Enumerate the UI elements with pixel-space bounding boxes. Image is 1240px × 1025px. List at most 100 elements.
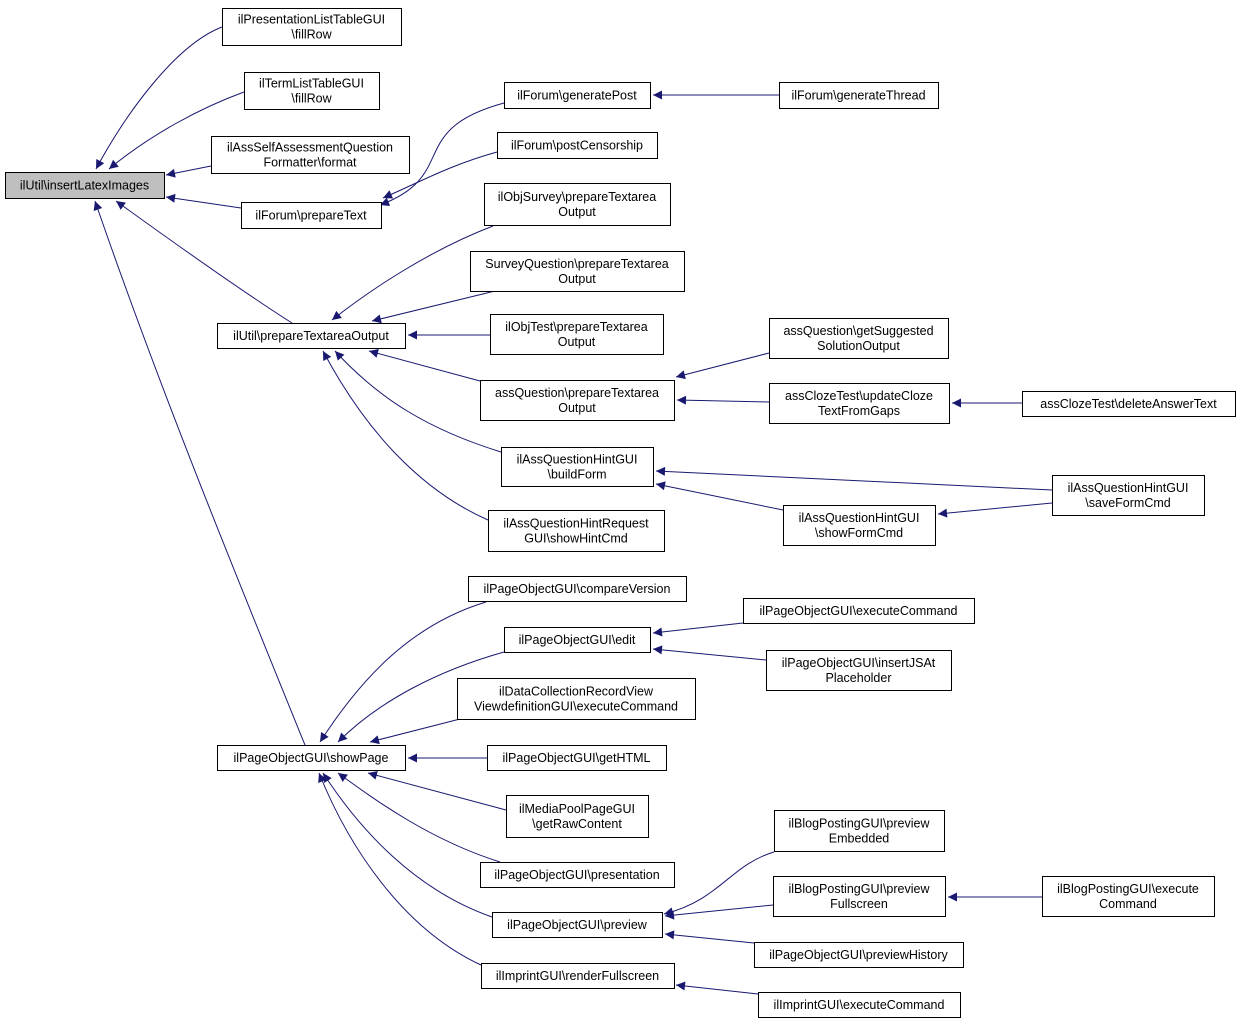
edge-arrow: [655, 466, 1053, 491]
node-hintShow[interactable]: ilAssQuestionHintGUI\showFormCmd: [783, 505, 936, 546]
node-preview[interactable]: ilPageObjectGUI\preview: [492, 912, 663, 938]
node-box: [244, 72, 380, 110]
node-assfmt[interactable]: ilAssSelfAssessmentQuestionFormatter\for…: [211, 136, 410, 174]
node-label-line: ilPageObjectGUI\edit: [519, 633, 636, 647]
node-label-line: ilUtil\prepareTextareaOutput: [233, 329, 389, 343]
node-box: [497, 132, 658, 159]
node-dataColl[interactable]: ilDataCollectionRecordViewViewdefinition…: [457, 678, 696, 720]
edge-preview-to-showPage: [322, 772, 493, 918]
node-label-line: ilPageObjectGUI\preview: [507, 918, 648, 932]
node-label-line: \fillRow: [291, 28, 332, 42]
edge-assfmt-to-insert: [165, 165, 212, 178]
nodes-layer: ilUtil\insertLatexImages ilPresentationLi…: [5, 8, 1236, 1018]
edges-layer: [93, 26, 1053, 995]
node-imprintExec[interactable]: ilImprintGUI\executeCommand: [758, 992, 961, 1018]
node-postCens[interactable]: ilForum\postCensorship: [497, 132, 658, 159]
node-label-line: ilPageObjectGUI\showPage: [234, 751, 389, 765]
node-label-line: ilForum\generatePost: [517, 89, 637, 103]
node-label-line: \getRawContent: [532, 817, 622, 831]
node-box: [769, 318, 949, 359]
node-label-line: ilAssQuestionHintGUI: [799, 511, 920, 525]
node-label-line: Output: [558, 205, 596, 219]
node-imprintRender[interactable]: ilImprintGUI\renderFullscreen: [481, 963, 675, 989]
edge-objSurvey-to-prepTA: [331, 225, 494, 321]
edge-arrow: [663, 851, 775, 917]
node-box: [457, 678, 696, 720]
node-objTest[interactable]: ilObjTest\prepareTextareaOutput: [490, 314, 664, 355]
node-execCmd[interactable]: ilPageObjectGUI\executeCommand: [743, 598, 975, 624]
edge-arrow: [322, 772, 493, 918]
edge-arrow: [675, 981, 759, 995]
edge-prepText-to-insert: [165, 193, 242, 209]
edge-hintSave-to-hintShow: [937, 502, 1053, 518]
node-label-line: ilAssSelfAssessmentQuestion: [227, 141, 393, 155]
edge-hintSave-to-hintBuild: [655, 466, 1053, 491]
node-prepText[interactable]: ilForum\prepareText: [241, 202, 382, 229]
node-label-line: Formatter\format: [263, 156, 357, 170]
node-label-line: ilImprintGUI\renderFullscreen: [496, 969, 659, 983]
node-label-line: ilPageObjectGUI\presentation: [494, 868, 659, 882]
edge-genPost-to-prepText: [379, 102, 505, 207]
node-mediaPool[interactable]: ilMediaPoolPageGUI\getRawContent: [506, 795, 649, 838]
node-box: [743, 598, 975, 624]
node-getHTML[interactable]: ilPageObjectGUI\getHTML: [487, 745, 667, 771]
node-presentation[interactable]: ilPageObjectGUI\presentation: [480, 862, 675, 888]
edge-arrow: [382, 151, 498, 199]
node-hintSave[interactable]: ilAssQuestionHintGUI\saveFormCmd: [1052, 475, 1205, 516]
node-label-line: assQuestion\prepareTextarea: [495, 386, 659, 400]
node-objSurvey[interactable]: ilObjSurvey\prepareTextareaOutput: [484, 183, 671, 226]
edge-survQ-to-prepTA: [371, 290, 496, 324]
edge-arrow: [664, 904, 774, 920]
edge-imprintRender-to-showPage: [318, 772, 482, 966]
node-box: [480, 862, 675, 888]
node-box: [222, 8, 402, 46]
node-box: [217, 323, 406, 349]
node-box: [506, 795, 649, 838]
edge-arrow: [675, 352, 770, 380]
node-box: [501, 447, 654, 487]
edge-edit-to-showPage: [337, 651, 505, 743]
node-label-line: ilPresentationListTableGUI: [238, 13, 385, 27]
node-label-line: ilMediaPoolPageGUI: [519, 802, 635, 816]
edge-arrow: [334, 350, 502, 453]
node-edit[interactable]: ilPageObjectGUI\edit: [504, 627, 651, 653]
node-box: [769, 383, 950, 424]
edge-plist-to-insert: [95, 26, 223, 170]
edge-arrow: [937, 502, 1053, 518]
edge-hintReq-to-prepTA: [322, 350, 489, 521]
edge-arrow: [319, 601, 487, 743]
node-prepTA[interactable]: ilUtil\prepareTextareaOutput: [217, 323, 406, 349]
node-box: [484, 183, 671, 226]
node-blogExec[interactable]: ilBlogPostingGUI\executeCommand: [1042, 876, 1215, 917]
node-plist[interactable]: ilPresentationListTableGUI\fillRow: [222, 8, 402, 46]
edge-arrow: [318, 772, 482, 966]
node-box: [217, 745, 406, 771]
edge-arrow: [655, 481, 784, 511]
node-survQ[interactable]: SurveyQuestion\prepareTextareaOutput: [470, 251, 685, 292]
edge-arrow: [379, 102, 505, 207]
node-box: [779, 82, 939, 109]
edge-presentation-to-showPage: [337, 772, 501, 863]
node-prevHist[interactable]: ilPageObjectGUI\previewHistory: [754, 942, 964, 968]
node-cmpVer[interactable]: ilPageObjectGUI\compareVersion: [468, 576, 687, 602]
edge-postCens-to-prepText: [382, 151, 498, 199]
node-insert[interactable]: ilUtil\insertLatexImages: [5, 172, 165, 199]
node-label-line: assClozeTest\deleteAnswerText: [1040, 397, 1217, 411]
node-term[interactable]: ilTermListTableGUI\fillRow: [244, 72, 380, 110]
node-genThread[interactable]: ilForum\generateThread: [779, 82, 939, 109]
node-box: [487, 745, 667, 771]
node-label-line: \saveFormCmd: [1085, 496, 1170, 510]
node-box: [766, 650, 952, 691]
edge-arrow: [95, 26, 223, 170]
node-delAns[interactable]: assClozeTest\deleteAnswerText: [1022, 391, 1236, 417]
node-genPost[interactable]: ilForum\generatePost: [504, 82, 651, 109]
node-assQ[interactable]: assQuestion\prepareTextareaOutput: [480, 380, 675, 421]
node-showPage[interactable]: ilPageObjectGUI\showPage: [217, 745, 406, 771]
node-hintBuild[interactable]: ilAssQuestionHintGUI\buildForm: [501, 447, 654, 487]
